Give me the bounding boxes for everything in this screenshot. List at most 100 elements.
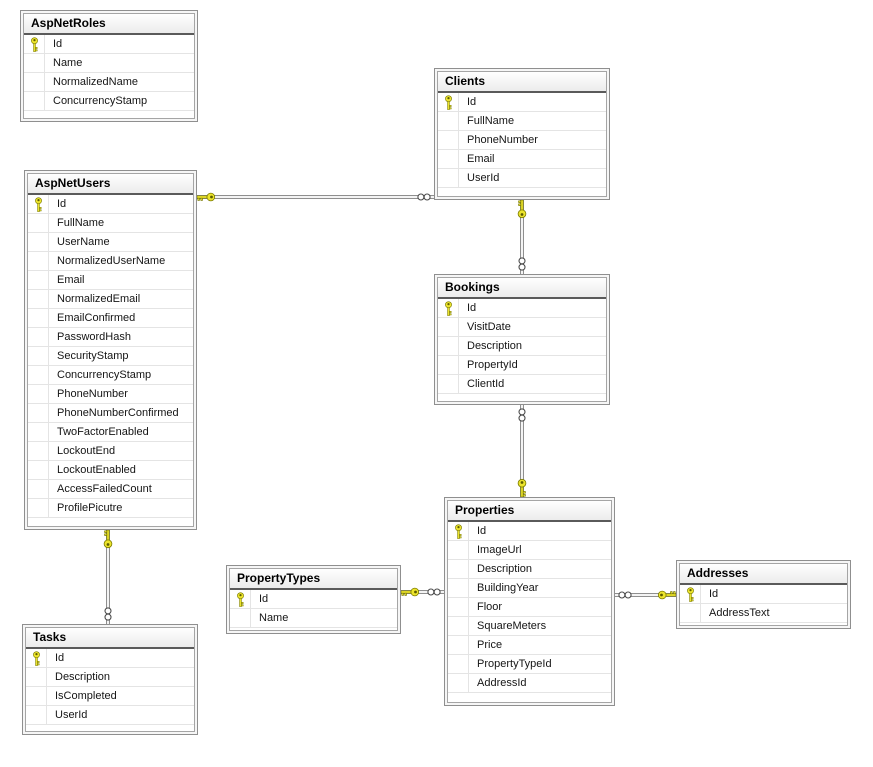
column-name: Description (467, 340, 523, 352)
table-PropertyTypes[interactable]: PropertyTypes Id Name (226, 565, 401, 634)
table-row[interactable]: EmailConfirmed (28, 309, 193, 328)
table-row[interactable]: NormalizedName (24, 73, 194, 92)
column-icon-cell (28, 328, 49, 346)
relation-AspNetUsers-Tasks[interactable] (103, 529, 113, 624)
table-frame: Clients Id FullName PhoneNumber Email Us… (437, 71, 607, 197)
column-name: Id (57, 198, 67, 210)
column-icon-cell (28, 271, 49, 289)
table-title[interactable]: Bookings (438, 278, 606, 299)
many-side-infinity-icon (104, 607, 112, 621)
column-icon-cell (438, 356, 459, 374)
table-row[interactable]: ClientId (438, 375, 606, 394)
table-title[interactable]: Tasks (26, 628, 194, 649)
table-row[interactable]: NormalizedEmail (28, 290, 193, 309)
table-row[interactable]: FullName (28, 214, 193, 233)
table-row[interactable]: NormalizedUserName (28, 252, 193, 271)
table-frame: Bookings Id VisitDate Description Proper… (437, 277, 607, 402)
table-title[interactable]: AspNetRoles (24, 14, 194, 35)
table-Addresses[interactable]: Addresses Id AddressText (676, 560, 851, 629)
table-body: Id Description IsCompleted UserId (26, 649, 194, 731)
table-row[interactable]: ConcurrencyStamp (24, 92, 194, 111)
table-row[interactable]: Email (28, 271, 193, 290)
table-row[interactable]: Description (26, 668, 194, 687)
column-icon-cell (28, 442, 49, 460)
table-row[interactable]: ImageUrl (448, 541, 611, 560)
table-title[interactable]: Properties (448, 501, 611, 522)
table-row[interactable]: PropertyTypeId (448, 655, 611, 674)
table-Bookings[interactable]: Bookings Id VisitDate Description Proper… (434, 274, 610, 405)
column-name: Name (259, 612, 289, 624)
column-name: BuildingYear (477, 582, 539, 594)
primary-key-icon (438, 299, 459, 317)
table-row[interactable]: Name (24, 54, 194, 73)
table-Properties[interactable]: Properties Id ImageUrl Description Build… (444, 497, 615, 706)
table-AspNetUsers[interactable]: AspNetUsers Id FullName UserName Normali… (24, 170, 197, 530)
table-Clients[interactable]: Clients Id FullName PhoneNumber Email Us… (434, 68, 610, 200)
table-row[interactable]: Id (438, 299, 606, 318)
column-icon-cell (438, 375, 459, 393)
table-row[interactable]: Id (230, 590, 397, 609)
table-title[interactable]: Clients (438, 72, 606, 93)
table-row[interactable]: Id (26, 649, 194, 668)
table-title[interactable]: Addresses (680, 564, 847, 585)
table-row[interactable]: IsCompleted (26, 687, 194, 706)
table-row[interactable]: LockoutEnabled (28, 461, 193, 480)
column-icon-cell (28, 423, 49, 441)
table-row[interactable]: Floor (448, 598, 611, 617)
table-Tasks[interactable]: Tasks Id Description IsCompleted UserId (22, 624, 198, 735)
table-row[interactable]: ProfilePicutre (28, 499, 193, 518)
column-icon-cell (24, 73, 45, 91)
table-row[interactable]: Email (438, 150, 606, 169)
table-row[interactable]: TwoFactorEnabled (28, 423, 193, 442)
table-row[interactable]: SecurityStamp (28, 347, 193, 366)
table-row[interactable]: Id (680, 585, 847, 604)
table-body: Id FullName UserName NormalizedUserName … (28, 195, 193, 526)
column-name: Id (709, 588, 719, 600)
relation-Clients-Bookings[interactable] (517, 199, 527, 274)
table-row[interactable]: Id (24, 35, 194, 54)
table-row[interactable]: VisitDate (438, 318, 606, 337)
table-row[interactable]: UserId (26, 706, 194, 725)
table-row[interactable]: Price (448, 636, 611, 655)
table-row[interactable]: PropertyId (438, 356, 606, 375)
table-row[interactable]: Name (230, 609, 397, 628)
primary-key-icon (438, 93, 459, 111)
column-name: Email (57, 274, 85, 286)
column-icon-cell (438, 337, 459, 355)
table-row[interactable]: Id (28, 195, 193, 214)
table-row[interactable]: AddressText (680, 604, 847, 623)
table-row[interactable]: PhoneNumberConfirmed (28, 404, 193, 423)
table-row[interactable]: LockoutEnd (28, 442, 193, 461)
table-row[interactable]: AccessFailedCount (28, 480, 193, 499)
table-row[interactable]: Description (448, 560, 611, 579)
column-name: Description (477, 563, 533, 575)
table-row[interactable]: Id (448, 522, 611, 541)
column-name: LockoutEnd (57, 445, 116, 457)
column-icon-cell (24, 54, 45, 72)
column-name: PhoneNumberConfirmed (57, 407, 179, 419)
table-title[interactable]: AspNetUsers (28, 174, 193, 195)
table-row[interactable]: Description (438, 337, 606, 356)
table-row[interactable]: SquareMeters (448, 617, 611, 636)
relation-Addresses-Properties[interactable] (615, 590, 677, 600)
table-row[interactable]: UserId (438, 169, 606, 188)
table-row[interactable]: PasswordHash (28, 328, 193, 347)
column-name: Price (477, 639, 503, 651)
table-row[interactable]: UserName (28, 233, 193, 252)
table-row[interactable]: AddressId (448, 674, 611, 693)
table-row[interactable]: Id (438, 93, 606, 112)
table-title[interactable]: PropertyTypes (230, 569, 397, 590)
table-row[interactable]: FullName (438, 112, 606, 131)
table-row[interactable]: PhoneNumber (28, 385, 193, 404)
table-row[interactable]: ConcurrencyStamp (28, 366, 193, 385)
column-icon-cell (24, 92, 45, 110)
table-row[interactable]: PhoneNumber (438, 131, 606, 150)
relation-PropertyTypes-Properties[interactable] (400, 587, 444, 597)
table-row[interactable]: BuildingYear (448, 579, 611, 598)
relation-Properties-Bookings[interactable] (517, 405, 527, 498)
column-icon-cell (28, 366, 49, 384)
relation-AspNetUsers-Clients[interactable] (196, 192, 434, 202)
table-AspNetRoles[interactable]: AspNetRoles Id Name NormalizedName Concu… (20, 10, 198, 122)
